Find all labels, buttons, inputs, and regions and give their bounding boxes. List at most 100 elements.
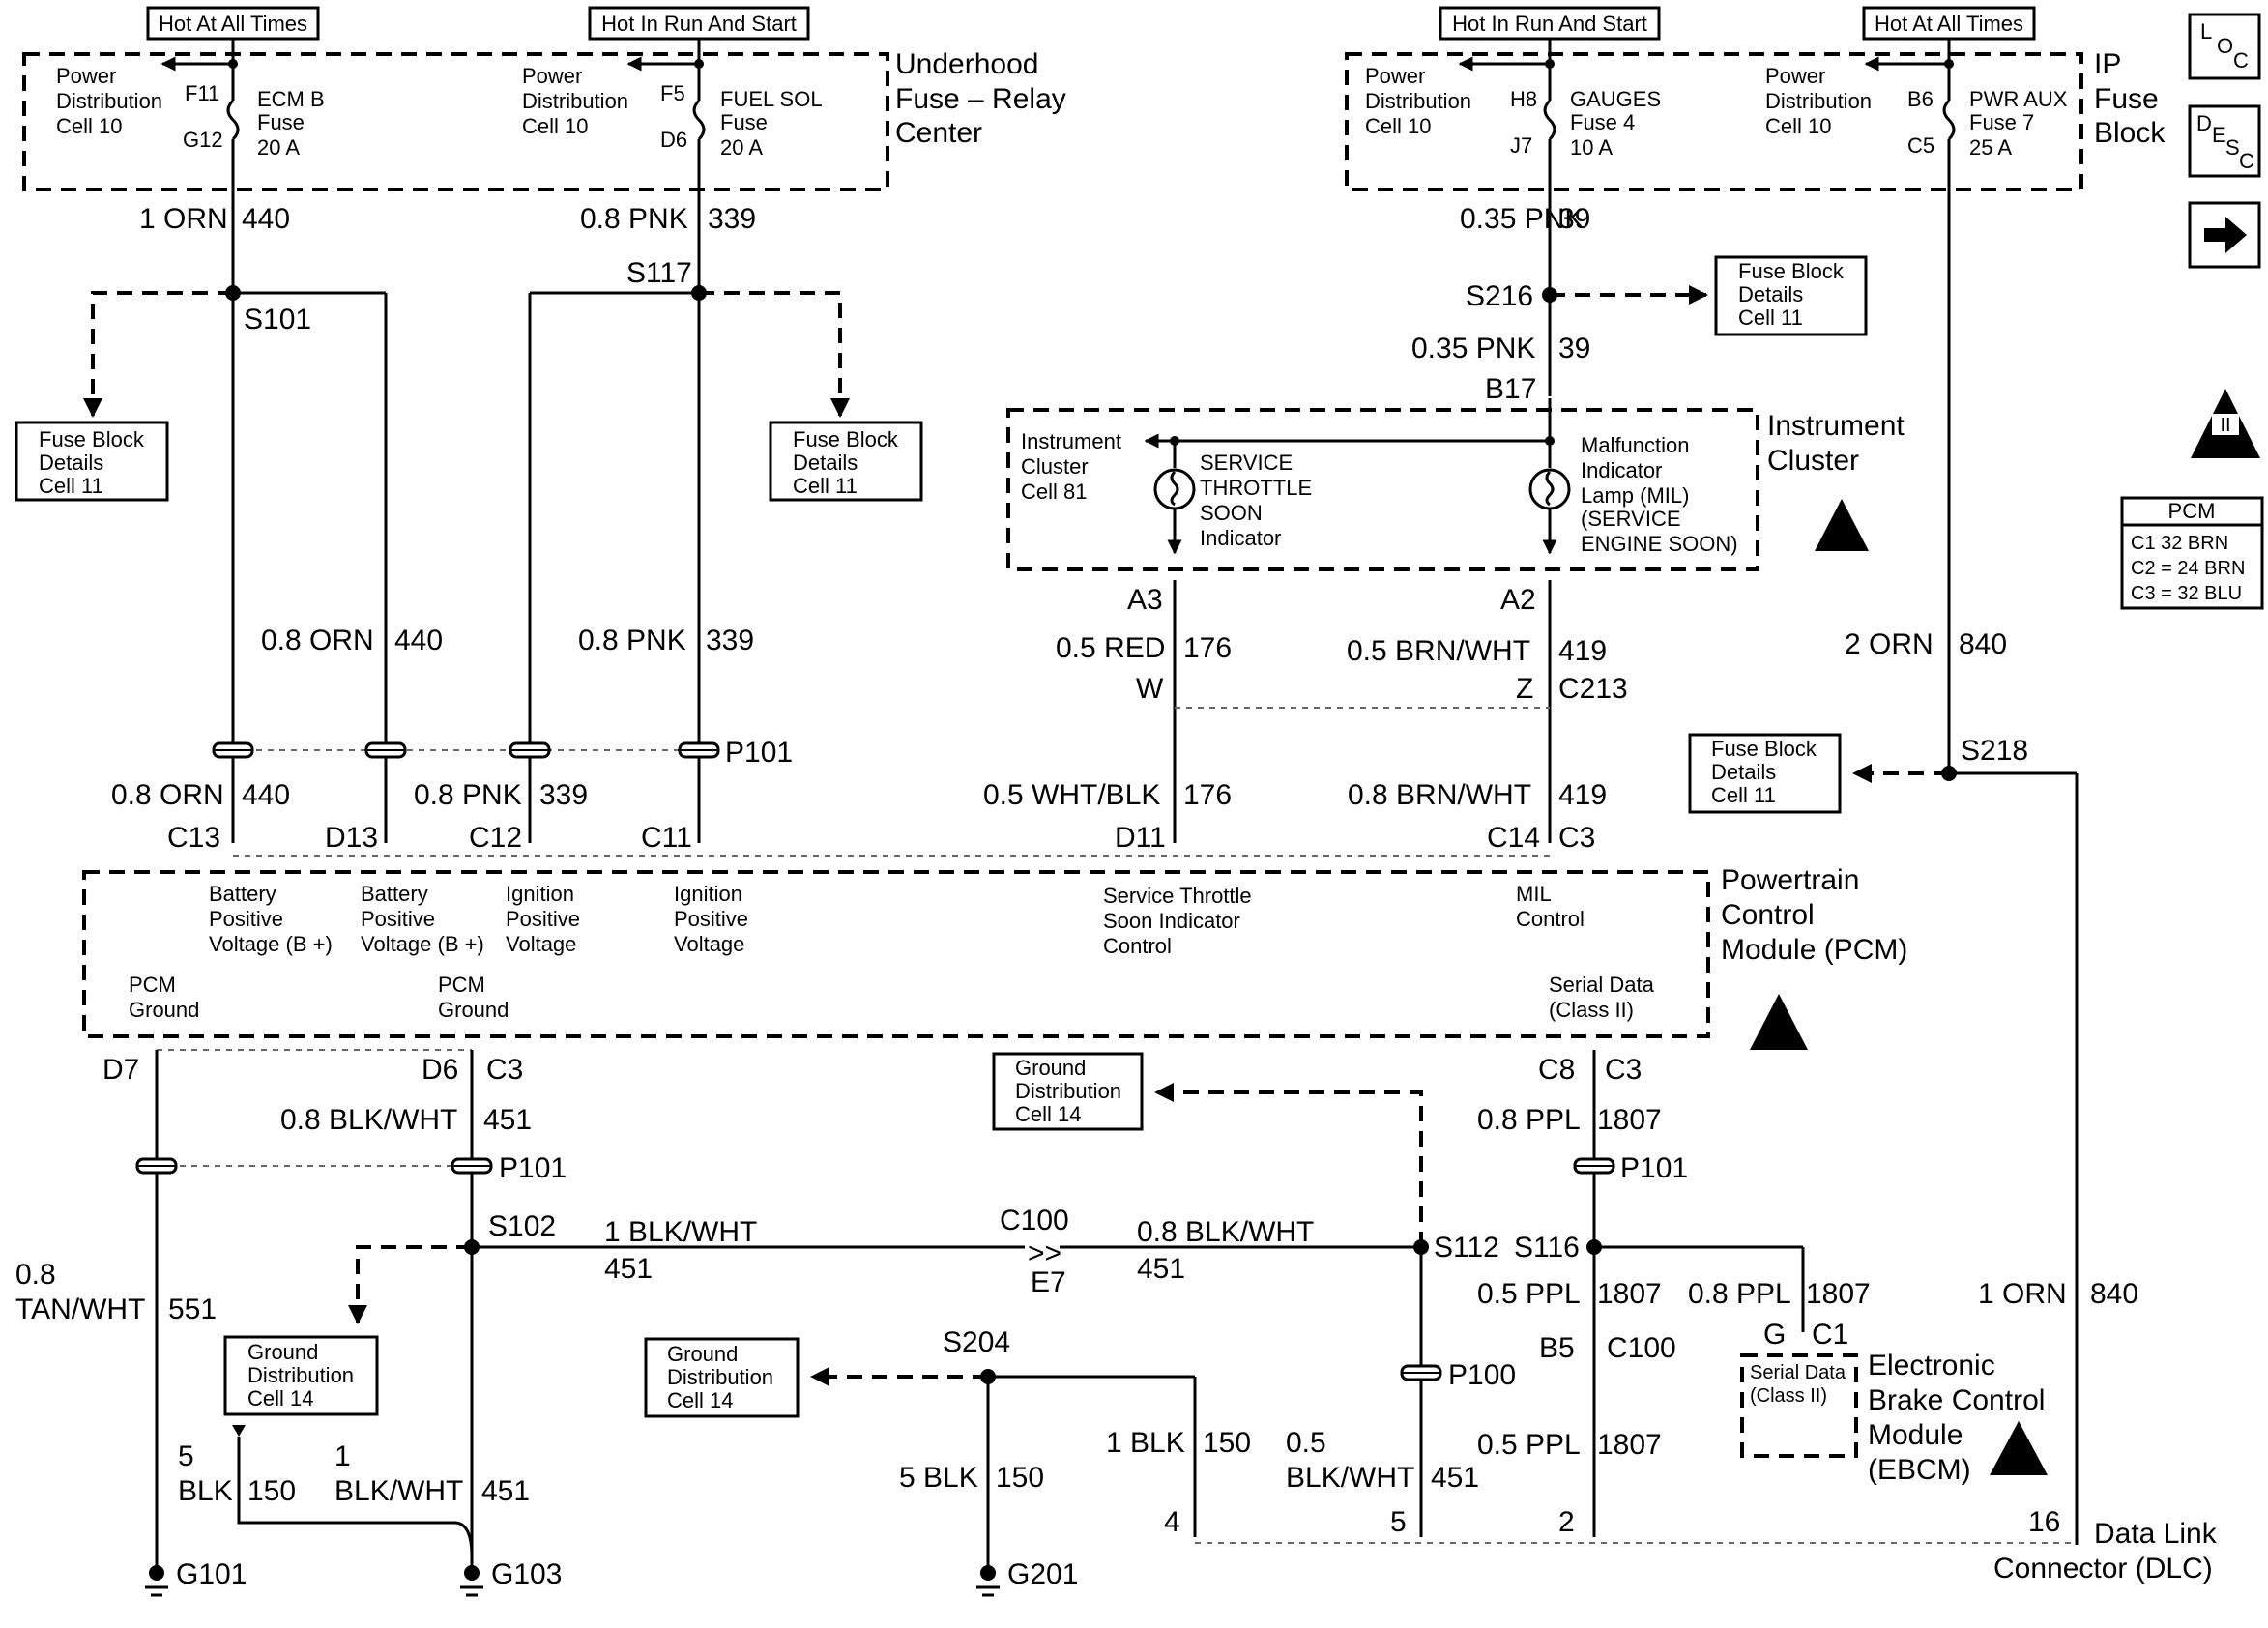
svg-text:Indicator: Indicator: [1581, 458, 1662, 482]
svg-text:Positive: Positive: [674, 907, 748, 931]
svg-text:1: 1: [334, 1440, 351, 1472]
svg-text:Service Throttle: Service Throttle: [1103, 884, 1252, 908]
pin-f5: F5: [660, 81, 685, 105]
svg-text:2: 2: [1558, 1506, 1575, 1538]
svg-text:0.35 PNK: 0.35 PNK: [1460, 203, 1584, 235]
svg-text:150: 150: [996, 1462, 1044, 1494]
svg-text:Cell 11: Cell 11: [1738, 305, 1803, 330]
fuse-gauges-icon: [1543, 99, 1556, 141]
svg-text:OBD II: OBD II: [2208, 444, 2243, 457]
svg-text:5: 5: [178, 1440, 194, 1472]
pcm-ground-1: PCM Ground: [129, 973, 199, 1022]
pcm-connector-table: PCM C1 32 BRN C2 = 24 BRN C3 = 32 BLU: [2120, 496, 2264, 610]
pd-label-1: Power Distribution Cell 10: [56, 64, 162, 138]
svg-text:176: 176: [1183, 779, 1232, 811]
pin-b6: B6: [1907, 87, 1934, 111]
wire-number: 339: [708, 203, 756, 235]
svg-text:840: 840: [2090, 1278, 2138, 1310]
ip-pd-label-1: Power Distribution Cell 10: [1365, 64, 1471, 138]
svg-text:4: 4: [1164, 1506, 1180, 1538]
pd-label-2: Power Distribution Cell 10: [522, 64, 628, 138]
svg-text:0.8 ORN: 0.8 ORN: [261, 625, 374, 656]
svg-text:25 A: 25 A: [1969, 135, 2012, 160]
ip-block-title: IP Fuse Block: [2094, 48, 2166, 149]
svg-text:Cell 11: Cell 11: [39, 474, 103, 498]
svg-text:C: C: [2239, 149, 2254, 173]
svg-text:Ignition: Ignition: [506, 882, 574, 906]
next-arrow-button[interactable]: [2188, 201, 2261, 269]
lamp-sts-icon: [1153, 468, 1196, 510]
svg-text:39: 39: [1558, 333, 1590, 364]
svg-text:C1: C1: [1812, 1319, 1848, 1351]
svg-text:BLK/WHT: BLK/WHT: [334, 1475, 463, 1507]
svg-text:IP: IP: [2094, 48, 2121, 80]
svg-text:Details: Details: [39, 451, 103, 475]
wire-label: 0.8 PNK: [580, 203, 688, 235]
svg-text:150: 150: [247, 1475, 296, 1507]
svg-text:Cell 14: Cell 14: [667, 1388, 733, 1412]
svg-text:PCM: PCM: [129, 973, 176, 997]
svg-text:THROTTLE: THROTTLE: [1200, 476, 1312, 500]
svg-text:E: E: [2212, 123, 2226, 147]
svg-text:C3 = 32 BLU: C3 = 32 BLU: [2131, 583, 2242, 604]
svg-text:G103: G103: [491, 1558, 562, 1590]
fuse-ecm-b-label: ECM B Fuse 20 A: [257, 87, 325, 160]
svg-text:Battery: Battery: [209, 882, 276, 906]
header-hot-all-1: Hot At All Times: [146, 6, 320, 41]
svg-text:20 A: 20 A: [720, 135, 763, 160]
svg-text:S117: S117: [626, 257, 692, 289]
svg-text:Voltage (B +): Voltage (B +): [361, 932, 484, 956]
svg-text:0.5 RED: 0.5 RED: [1056, 632, 1165, 664]
svg-text:PCM: PCM: [438, 973, 485, 997]
svg-text:PCM: PCM: [2168, 499, 2216, 523]
svg-text:B17: B17: [1485, 373, 1536, 405]
svg-text:A3: A3: [1127, 584, 1163, 616]
svg-text:Soon Indicator: Soon Indicator: [1103, 909, 1240, 933]
loc-button[interactable]: L O C: [2188, 13, 2261, 80]
svg-text:S101: S101: [244, 304, 311, 335]
svg-text:(SERVICE: (SERVICE: [1581, 507, 1681, 531]
svg-text:419: 419: [1558, 635, 1607, 667]
svg-text:D6: D6: [422, 1054, 458, 1086]
ebcm-box: [1740, 1353, 1858, 1458]
instrument-cluster-box: [1006, 408, 1759, 571]
svg-text:Cell 10: Cell 10: [1365, 114, 1431, 138]
obd-ii-icon: II OBD II: [2191, 389, 2260, 458]
svg-text:5 BLK: 5 BLK: [899, 1462, 978, 1494]
svg-text:Ground: Ground: [129, 998, 199, 1022]
svg-text:S216: S216: [1466, 280, 1533, 312]
svg-text:451: 451: [604, 1253, 653, 1285]
svg-text:339: 339: [539, 779, 588, 811]
svg-text:Fuse: Fuse: [257, 110, 305, 134]
svg-text:0.35 PNK: 0.35 PNK: [1411, 333, 1535, 364]
pcm-ignition-1: Ignition Positive Voltage: [506, 882, 580, 956]
svg-text:(Class II): (Class II): [1549, 998, 1634, 1022]
svg-text:A2: A2: [1500, 584, 1536, 616]
svg-text:1807: 1807: [1597, 1278, 1662, 1310]
desc-button[interactable]: D E S C: [2188, 104, 2261, 178]
svg-text:Serial Data: Serial Data: [1750, 1362, 1846, 1383]
svg-text:Cell 10: Cell 10: [1765, 114, 1831, 138]
pcm-sts-control: Service Throttle Soon Indicator Control: [1103, 884, 1252, 958]
esd-icon: [1815, 499, 1869, 551]
svg-text:1 ORN: 1 ORN: [1978, 1278, 2067, 1310]
svg-text:0.8 ORN: 0.8 ORN: [111, 779, 224, 811]
svg-text:419: 419: [1558, 779, 1607, 811]
svg-text:339: 339: [706, 625, 754, 656]
svg-text:Ground: Ground: [667, 1342, 738, 1366]
svg-text:C100: C100: [1000, 1205, 1069, 1236]
svg-text:Distribution: Distribution: [667, 1365, 773, 1389]
ebcm-serial-data: Serial Data (Class II): [1750, 1362, 1846, 1407]
fuse-pwr-aux-icon: [1942, 99, 1956, 141]
svg-text:Control: Control: [1103, 934, 1172, 958]
ip-fuse-box: [1345, 52, 2083, 191]
svg-text:G201: G201: [1007, 1558, 1078, 1590]
svg-text:Control: Control: [1516, 907, 1585, 931]
svg-text:Distribution: Distribution: [1015, 1079, 1121, 1103]
svg-text:C8: C8: [1538, 1054, 1575, 1086]
pcm-serial-data: Serial Data (Class II): [1549, 973, 1655, 1022]
svg-text:S102: S102: [488, 1210, 556, 1242]
svg-text:Power: Power: [522, 64, 582, 88]
svg-text:1807: 1807: [1806, 1278, 1871, 1310]
